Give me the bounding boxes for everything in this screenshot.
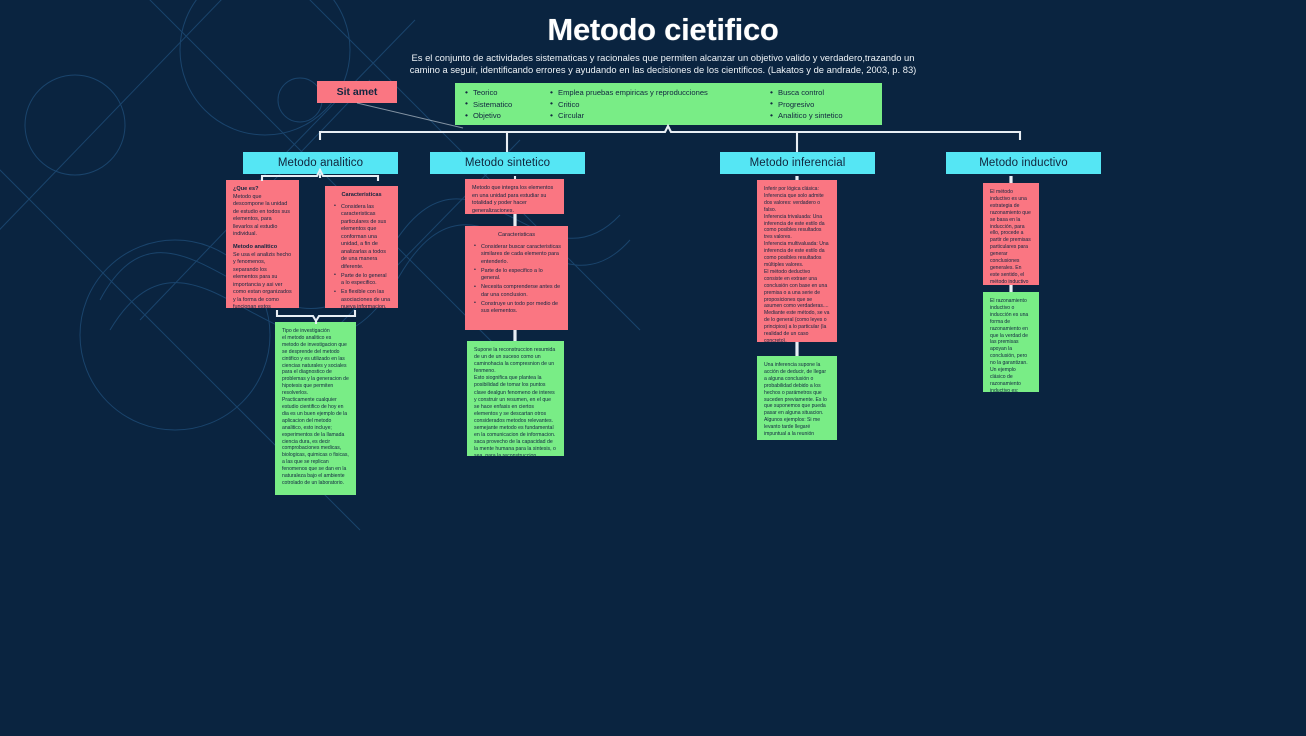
card-body: Inferir por lógica clásica: Inferencia q… [764, 186, 830, 342]
attributes-column-1: Teorico Sistematico Objetivo [461, 87, 546, 125]
branch-header-inductivo[interactable]: Metodo inductivo [946, 152, 1101, 174]
inductivo-reasoning-card: El razonamiento inductivo o inducción es… [983, 292, 1039, 392]
list-item: Considera las caracteristicas particular… [334, 203, 391, 272]
inductivo-definition-card: El método inductivo es una estrategia de… [983, 183, 1039, 285]
list-item: Progresivo [770, 98, 843, 111]
card-title: Caracteristicas [498, 232, 535, 238]
analitico-characteristics-card: Caracteristicas Considera las caracteris… [325, 186, 398, 308]
card-body: El método inductivo es una estrategia de… [990, 189, 1031, 285]
card-body: Tipo de investigación el metodo analitic… [282, 328, 349, 486]
sintetico-supone-card: Supone la reconstruccion resumida de un … [467, 341, 564, 456]
analitico-research-type-card: Tipo de investigación el metodo analitic… [275, 322, 356, 495]
list-item: Teorico [465, 87, 546, 99]
card-body: Una inferencia supone la acción de deduc… [764, 362, 827, 438]
key-attributes-panel: Teorico Sistematico Objetivo Emplea prue… [455, 83, 882, 125]
attributes-column-3: Busca control Progresivo Analitico y sin… [766, 87, 843, 125]
sit-amet-box[interactable]: Sit amet [317, 81, 397, 103]
attribute-list-3: Busca control Progresivo Analitico y sin… [766, 87, 843, 122]
list-item: Construye un todo por medio de sus eleme… [474, 300, 561, 316]
card-title: ¿Que es? [233, 186, 259, 192]
attributes-column-2: Emplea pruebas empiricas y reproduccione… [546, 87, 766, 125]
page-title: Metodo cietifico [547, 12, 779, 47]
page-subtitle: Es el conjunto de actividades sistematic… [409, 52, 917, 76]
sintetico-characteristics-card: Caracteristicas Considerar buscar caract… [465, 226, 568, 330]
list-item: Analitico y sintetico [770, 110, 843, 122]
card-subtitle: Metodo analitico [233, 244, 278, 251]
inferencial-definition-card: Inferir por lógica clásica: Inferencia q… [757, 180, 837, 342]
sintetico-definition-card: Metodo que integra los elementos en una … [465, 179, 564, 214]
list-item: Critico [550, 98, 766, 111]
list-item: Necesita comprenderse antes de dar una c… [474, 284, 561, 299]
branch-header-sintetico[interactable]: Metodo sintetico [430, 152, 585, 174]
list-item: Considerar buscar caracteristicas simila… [474, 243, 561, 267]
card-title: Caracteristicas [341, 192, 382, 198]
card-body: Supone la reconstruccion resumida de un … [474, 347, 556, 456]
list-item: Es flexible con las asociaciones de una … [334, 289, 391, 308]
list-item: Objetivo [465, 110, 546, 122]
attribute-list-2: Emplea pruebas empiricas y reproduccione… [546, 87, 766, 122]
connector-main-bracket [318, 123, 1022, 140]
inferencial-inference-card: Una inferencia supone la acción de deduc… [757, 356, 837, 440]
branch-header-analitico[interactable]: Metodo analitico [243, 152, 398, 174]
characteristics-list: Considerar buscar caracteristicas simila… [472, 243, 561, 316]
characteristics-list: Considera las caracteristicas particular… [332, 203, 391, 308]
card-body: El razonamiento inductivo o inducción es… [990, 298, 1029, 392]
card-body: Metodo que integra los elementos en una … [472, 185, 554, 214]
list-item: Busca control [770, 87, 843, 99]
card-body-2: Se usa el analizis hecho y fenomenos, se… [233, 251, 292, 308]
list-item: Sistematico [465, 98, 546, 111]
connector-analitico-merge [275, 310, 357, 324]
list-item: Circular [550, 110, 766, 122]
list-item: Parte de lo especifico a lo general. [474, 267, 561, 283]
list-item: Emplea pruebas empiricas y reproduccione… [550, 87, 766, 99]
list-item: Parte de lo general a lo especifico. [334, 272, 391, 288]
analitico-definition-card: ¿Que es? Metodo que descompone la unidad… [226, 180, 299, 308]
connector-sit-amet [356, 102, 464, 129]
card-body: Metodo que descompone la unidad de estud… [233, 193, 290, 238]
branch-header-inferencial[interactable]: Metodo inferencial [720, 152, 875, 174]
attribute-list-1: Teorico Sistematico Objetivo [461, 87, 546, 122]
